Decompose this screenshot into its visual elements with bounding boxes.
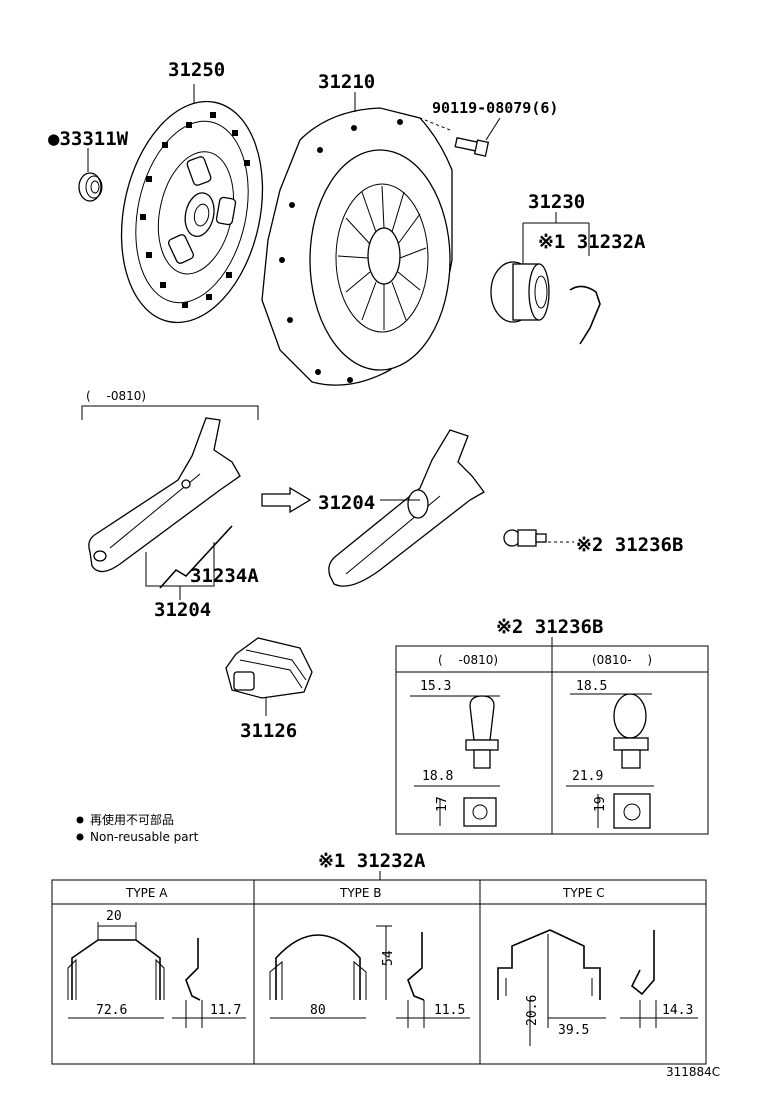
clip-type-c-label: TYPE C	[562, 886, 605, 900]
release-bearing	[490, 212, 601, 345]
pivot-right-top: 18.5	[576, 679, 607, 694]
legend-en: Non-reusable part	[90, 830, 199, 844]
clip-a-d3: 11.7	[210, 1003, 241, 1018]
diagram-code: 311884C	[666, 1065, 720, 1079]
pivot-col-left: ( -0810)	[438, 653, 498, 667]
clip-table: ※1 31232A TYPE A TYPE B TYPE C 20 72.6 1…	[51, 850, 707, 1065]
fork-boot	[225, 637, 313, 716]
pivot-col-right: (0810- )	[592, 653, 652, 667]
pivot-right-width: 21.9	[572, 769, 603, 784]
clip-b-d1: 54	[381, 950, 396, 966]
pivot-left-top: 15.3	[420, 679, 451, 694]
label-clutch-disc: 31250	[168, 59, 225, 81]
clip-type-b-label: TYPE B	[339, 886, 382, 900]
label-release-bearing: 31230	[528, 191, 585, 213]
label-fork-range: ( -0810)	[86, 389, 146, 403]
pilot-bearing	[78, 148, 103, 202]
label-boot: 31126	[240, 720, 297, 742]
clip-a-d1: 20	[106, 909, 122, 924]
pivot-left-width: 18.8	[422, 769, 453, 784]
pivot-table: ※2 31236B ( -0810) (0810- ) 15.3 18.8 17…	[395, 616, 709, 835]
release-fork-left	[81, 405, 259, 600]
bolt	[419, 117, 501, 157]
clip-c-d1: 20.6	[525, 995, 540, 1026]
clip-b-d2: 80	[310, 1003, 326, 1018]
label-pivot-ref: ※2 31236B	[576, 534, 683, 556]
label-bolt: 90119-08079(6)	[432, 99, 558, 117]
label-fork-left: 31204	[154, 599, 211, 621]
label-fork-spring: 31234A	[190, 565, 259, 587]
clip-c-d3: 14.3	[662, 1003, 693, 1018]
clip-type-a-label: TYPE A	[125, 886, 168, 900]
clip-b-d3: 11.5	[434, 1003, 465, 1018]
clip-c-d2: 39.5	[558, 1023, 589, 1038]
label-clutch-cover: 31210	[318, 71, 375, 93]
release-fork-right	[328, 429, 485, 587]
legend-dot-icon	[76, 833, 84, 841]
label-bearing-marked: ●33311W	[48, 128, 129, 150]
pivot-left-height: 17	[435, 796, 450, 812]
clutch-disc	[120, 84, 264, 324]
clip-a-d2: 72.6	[96, 1003, 127, 1018]
legend: 再使用不可部品 Non-reusable part	[76, 812, 199, 844]
label-fork-right: 31204	[318, 492, 375, 514]
pivot-table-title: ※2 31236B	[496, 616, 603, 638]
pivot-stud	[503, 529, 574, 547]
legend-jp: 再使用不可部品	[90, 812, 174, 827]
label-clip-ref: ※1 31232A	[538, 231, 646, 253]
clutch-cover	[261, 92, 453, 386]
legend-dot-icon	[76, 816, 84, 824]
arrow-icon	[261, 486, 312, 514]
clip-table-title: ※1 31232A	[318, 850, 426, 872]
pivot-right-height: 19	[593, 796, 608, 812]
